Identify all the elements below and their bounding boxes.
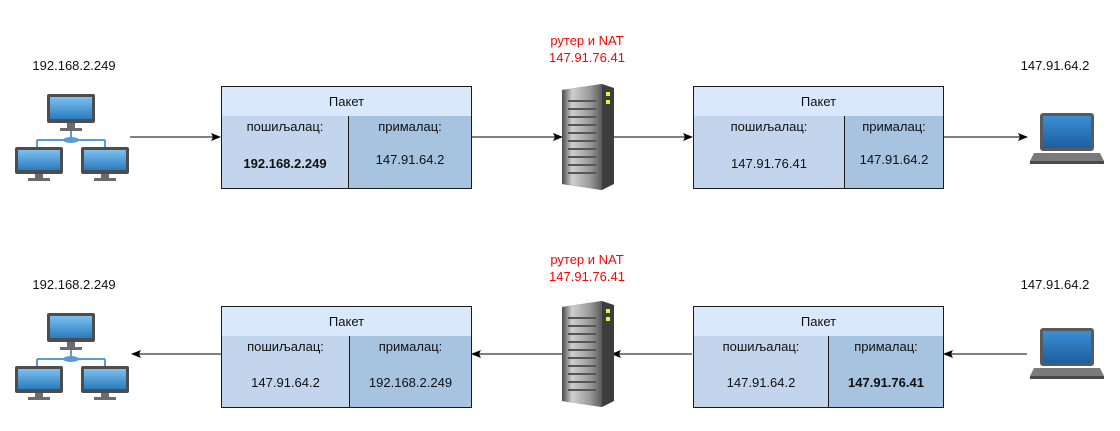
- packet-title: Пакет: [694, 307, 943, 337]
- packet-title: Пакет: [694, 87, 943, 117]
- bottom-router-ip: 147.91.76.41: [549, 269, 625, 284]
- network-computers-icon: [14, 312, 130, 401]
- receiver-value: 147.91.64.2: [375, 151, 445, 167]
- server-tower-icon: [562, 301, 614, 407]
- receiver-label: прималац:: [862, 119, 926, 134]
- packet-title: Пакет: [222, 307, 471, 337]
- sender-value: 147.91.76.41: [731, 155, 807, 171]
- packet-title: Пакет: [222, 87, 471, 117]
- sender-column: пошиљалац: 147.91.76.41: [694, 116, 845, 188]
- bottom-router-label: рутер и NAT: [550, 252, 624, 267]
- bottom-right-host-ip: 147.91.64.2: [1020, 277, 1090, 292]
- packet-bottom-left: Пакет пошиљалац: 147.91.64.2 прималац: 1…: [221, 306, 472, 408]
- receiver-column: прималац: 147.91.76.41: [829, 336, 943, 407]
- sender-value: 147.91.64.2: [251, 375, 320, 390]
- sender-label: пошиљалац:: [722, 339, 800, 354]
- top-router-ip: 147.91.76.41: [549, 50, 625, 65]
- sender-column: пошиљалац: 147.91.64.2: [222, 336, 350, 407]
- receiver-value: 147.91.76.41: [848, 375, 924, 390]
- receiver-column: прималац: 192.168.2.249: [350, 336, 471, 407]
- receiver-value: 192.168.2.249: [368, 375, 453, 390]
- receiver-column: прималац: 147.91.64.2: [349, 116, 471, 188]
- sender-value: 147.91.64.2: [726, 375, 796, 390]
- top-router-label: рутер и NAT: [550, 33, 624, 48]
- bottom-left-host-ip: 192.168.2.249: [32, 277, 116, 292]
- laptop-icon: [1030, 328, 1104, 379]
- packet-bottom-right: Пакет пошиљалац: 147.91.64.2 прималац: 1…: [693, 306, 944, 408]
- network-computers-icon: [14, 93, 130, 182]
- sender-column: пошиљалац: 147.91.64.2: [694, 336, 829, 407]
- sender-label: пошиљалац:: [247, 339, 324, 354]
- laptop-icon: [1030, 113, 1104, 164]
- sender-label: пошиљалац:: [246, 119, 324, 134]
- sender-value: 192.168.2.249: [243, 155, 327, 171]
- receiver-label: прималац:: [854, 339, 918, 354]
- top-left-host-ip: 192.168.2.249: [32, 58, 116, 73]
- sender-label: пошиљалац:: [730, 119, 808, 134]
- sender-column: пошиљалац: 192.168.2.249: [222, 116, 349, 188]
- packet-top-right: Пакет пошиљалац: 147.91.76.41 прималац: …: [693, 86, 944, 189]
- server-tower-icon: [562, 84, 614, 190]
- receiver-label: прималац:: [378, 119, 442, 134]
- packet-top-left: Пакет пошиљалац: 192.168.2.249 прималац:…: [221, 86, 472, 189]
- receiver-label: прималац:: [378, 339, 443, 354]
- receiver-value: 147.91.64.2: [859, 151, 929, 167]
- receiver-column: прималац: 147.91.64.2: [845, 116, 943, 188]
- top-right-host-ip: 147.91.64.2: [1020, 58, 1090, 73]
